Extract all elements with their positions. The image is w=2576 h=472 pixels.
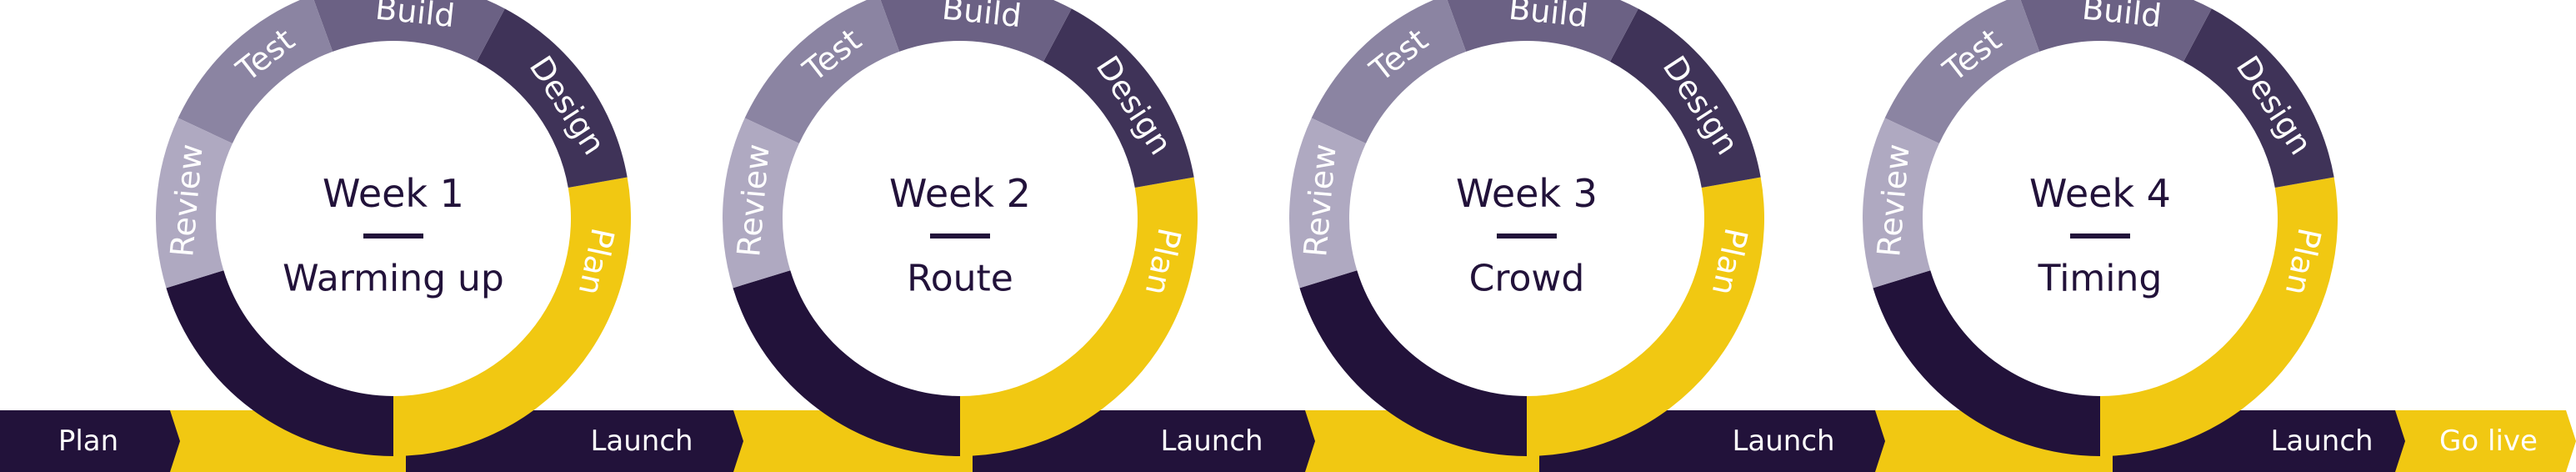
week-title: Timing bbox=[2038, 258, 2163, 300]
week-divider bbox=[2070, 233, 2130, 239]
timeline-label-launch-3: Launch bbox=[1732, 424, 1834, 458]
week-number: Week 2 bbox=[889, 171, 1031, 216]
week-divider bbox=[1497, 233, 1557, 239]
week-title: Warming up bbox=[283, 258, 504, 300]
timeline-labels: Plan Launch Launch Launch Launch Go live bbox=[58, 424, 2538, 458]
timeline-label-launch-1: Launch bbox=[590, 424, 693, 458]
timeline-go-live-segment bbox=[2393, 410, 2576, 472]
week-title: Route bbox=[907, 258, 1013, 300]
cycle-segment-test bbox=[1884, 0, 2040, 143]
week-title: Crowd bbox=[1469, 258, 1585, 300]
cycle-segment-build bbox=[880, 0, 1072, 62]
timeline-plan-segment bbox=[0, 410, 182, 472]
cycle-segment-test bbox=[178, 0, 333, 143]
cycle-segment-plan bbox=[2100, 177, 2338, 457]
cycle-segment-build bbox=[1447, 0, 1638, 62]
cycle-segment-plan bbox=[393, 177, 632, 457]
cycle-segment-design bbox=[2183, 8, 2334, 188]
cycle-segment-test bbox=[1311, 0, 1467, 143]
week-number: Week 1 bbox=[323, 171, 464, 216]
cycle-segment-test bbox=[744, 0, 900, 143]
cycle-segment-design bbox=[476, 8, 628, 188]
week-number: Week 4 bbox=[2029, 171, 2171, 216]
cycle-segment-build bbox=[313, 0, 505, 62]
timeline-label-plan: Plan bbox=[58, 424, 118, 458]
cycle-dark-segment bbox=[733, 270, 960, 456]
cycle-dark-segment bbox=[166, 270, 394, 456]
week-number: Week 3 bbox=[1456, 171, 1598, 216]
week-divider bbox=[363, 233, 423, 239]
cycle-dark-segment bbox=[1873, 270, 2100, 456]
cycle-segment-design bbox=[1043, 8, 1194, 188]
week-divider bbox=[930, 233, 990, 239]
cycle-segment-review bbox=[722, 118, 799, 289]
timeline-label-go-live: Go live bbox=[2439, 424, 2538, 458]
cycle-segment-review bbox=[1863, 118, 1939, 289]
timeline-label-launch-2: Launch bbox=[1160, 424, 1263, 458]
cycle-segment-review bbox=[1289, 118, 1366, 289]
cycle-segment-review bbox=[155, 118, 233, 289]
cycle-segment-plan bbox=[960, 177, 1198, 457]
timeline-label-launch-4: Launch bbox=[2270, 424, 2373, 458]
cycle-segment-design bbox=[1609, 8, 1761, 188]
cycle-dark-segment bbox=[1299, 270, 1527, 456]
cycle-segment-plan bbox=[1527, 177, 1764, 457]
cycle-segment-build bbox=[2020, 0, 2212, 62]
